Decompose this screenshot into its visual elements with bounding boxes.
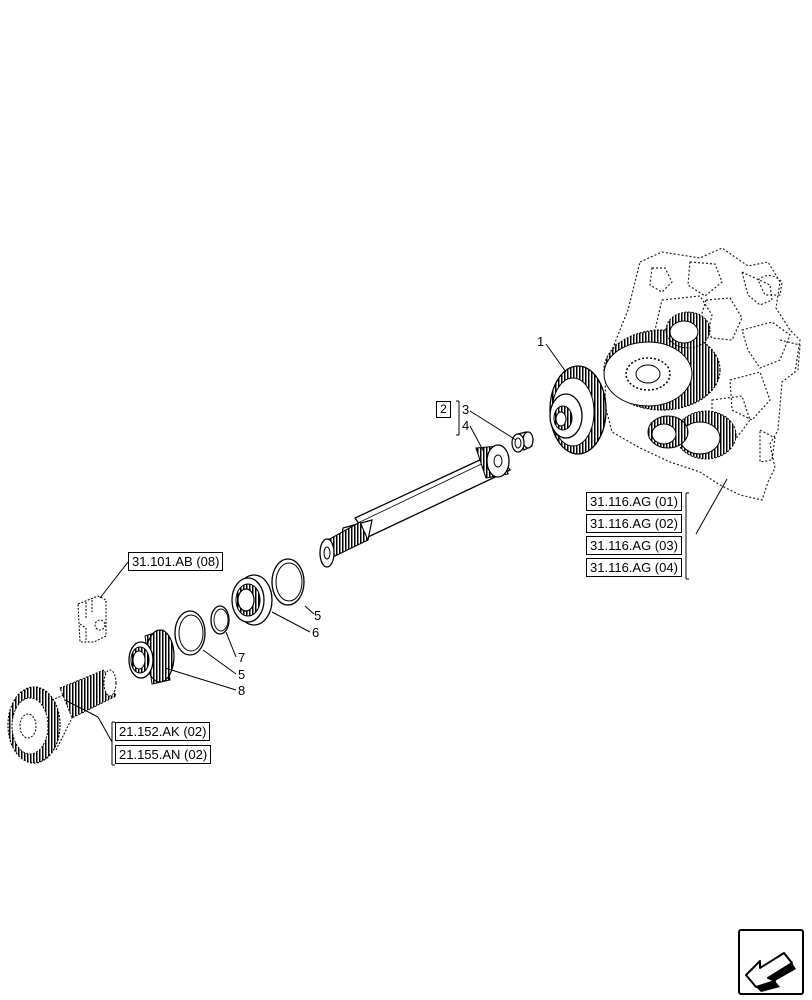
ref-link-31116-01[interactable]: 31.116.AG (01) [586, 492, 682, 511]
ref-link-21152-02[interactable]: 21.152.AK (02) [115, 722, 211, 741]
ref-link-31116-03[interactable]: 31.116.AG (03) [586, 536, 682, 555]
callout-7: 7 [238, 650, 246, 665]
callout-8: 8 [238, 683, 246, 698]
ref-link-31116-02[interactable]: 31.116.AG (02) [586, 514, 682, 533]
callout-4: 4 [462, 418, 470, 433]
ref-link-21155-02[interactable]: 21.155.AN (02) [115, 745, 212, 764]
gear-part-8 [128, 629, 175, 685]
reference-gear-shaft [7, 669, 117, 764]
next-page-button[interactable] [738, 929, 804, 995]
reference-bracket [77, 595, 107, 643]
shaft-part-4 [319, 444, 511, 568]
leader-lines [64, 343, 728, 766]
callout-2: 2 [436, 401, 451, 418]
circlip-part-7 [210, 605, 230, 635]
ref-link-31116-04[interactable]: 31.116.AG (04) [586, 558, 682, 577]
gear-part-1 [549, 365, 607, 455]
callout-3: 3 [462, 402, 470, 417]
ref-link-31101-08[interactable]: 31.101.AB (08) [128, 552, 224, 571]
callout-1: 1 [537, 334, 545, 349]
bushing-part-3 [511, 431, 534, 453]
snap-ring-part-5-upper [271, 558, 305, 606]
next-page-arrow-icon [745, 952, 796, 992]
callout-5-lower: 5 [238, 667, 246, 682]
bearing-part-6 [231, 574, 273, 626]
housing-gears [603, 311, 737, 460]
snap-ring-part-5-lower [174, 610, 206, 656]
callout-5-upper: 5 [314, 608, 322, 623]
callout-6: 6 [312, 625, 320, 640]
